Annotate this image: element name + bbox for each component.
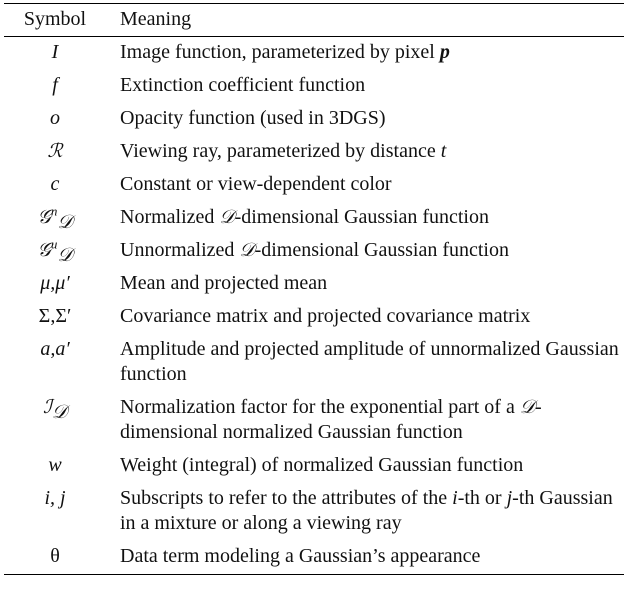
symbol-subscript: 𝒟: [57, 211, 73, 233]
meaning-cell: Image function, parameterized by pixel p: [106, 37, 624, 71]
symbol-superscript: n: [50, 203, 58, 219]
symbol-glyph: 𝒢: [37, 239, 51, 261]
meaning-text: Subscripts to refer to the attributes of…: [120, 487, 453, 509]
table-row: I Image function, parameterized by pixel…: [4, 37, 624, 71]
symbol-cell: 𝒢n𝒟: [4, 202, 106, 235]
table-row: θ Data term modeling a Gaussian’s appear…: [4, 541, 624, 575]
meaning-cell: Viewing ray, parameterized by distance t: [106, 136, 624, 169]
meaning-text: Viewing ray, parameterized by distance: [120, 140, 441, 162]
table-row: i, j Subscripts to refer to the attribut…: [4, 483, 624, 541]
table-row: w Weight (integral) of normalized Gaussi…: [4, 450, 624, 483]
table-row: a,a′ Amplitude and projected amplitude o…: [4, 334, 624, 392]
symbol-subscript: 𝒟: [51, 401, 68, 423]
meaning-text: Normalized: [120, 206, 220, 228]
meaning-variable: j: [506, 487, 513, 509]
meaning-text: Unnormalized: [120, 239, 240, 261]
symbol-cell: w: [48, 454, 62, 476]
table-row: ℛ Viewing ray, parameterized by distance…: [4, 136, 624, 169]
meaning-cell: Weight (integral) of normalized Gaussian…: [120, 454, 524, 476]
symbol-cell: a,a′: [40, 338, 70, 360]
symbol-glyph: ℛ: [47, 140, 63, 162]
header-meaning: Meaning: [120, 8, 192, 30]
symbol-cell: I: [51, 41, 59, 63]
meaning-variable: p: [439, 41, 450, 63]
symbol-cell: c: [50, 173, 60, 195]
meaning-variable: i: [452, 487, 458, 509]
symbol-cell: f: [52, 74, 58, 96]
symbol-superscript: u: [50, 236, 58, 252]
table-row: Σ,Σ′ Covariance matrix and projected cov…: [4, 301, 624, 334]
meaning-variable: t: [440, 140, 447, 162]
meaning-cell: Unnormalized 𝒟-dimensional Gaussian func…: [106, 235, 624, 268]
meaning-cell: Covariance matrix and projected covarian…: [120, 305, 531, 327]
meaning-text: -dimensional normalized Gaussian functio…: [120, 396, 542, 443]
meaning-text: Normalization factor for the exponential…: [120, 396, 520, 418]
table-row: μ,μ′ Mean and projected mean: [4, 268, 624, 301]
symbol-cell: o: [50, 107, 60, 129]
table-row: o Opacity function (used in 3DGS): [4, 103, 624, 136]
meaning-cell: Constant or view-dependent color: [120, 173, 392, 195]
meaning-variable: 𝒟: [519, 396, 536, 418]
notation-table: Symbol Meaning I Image function, paramet…: [4, 3, 624, 575]
meaning-cell: Data term modeling a Gaussian’s appearan…: [120, 545, 481, 567]
symbol-cell: 𝒢u𝒟: [4, 235, 106, 268]
header-symbol: Symbol: [23, 8, 87, 30]
symbol-cell: ℛ: [4, 136, 106, 169]
meaning-text: Image function, parameterized by pixel: [120, 41, 440, 63]
table-row: f Extinction coefficient function: [4, 70, 624, 103]
meaning-text: -th Gaussian in a mixture or along a vie…: [120, 487, 613, 534]
table-row: 𝒢u𝒟 Unnormalized 𝒟-dimensional Gaussian …: [4, 235, 624, 268]
symbol-subscript: 𝒟: [57, 244, 73, 266]
symbol-cell: μ,μ′: [40, 272, 70, 294]
symbol-glyph: ℐ: [42, 396, 52, 418]
meaning-cell: Mean and projected mean: [120, 272, 328, 294]
symbol-cell: ℐ𝒟: [4, 392, 106, 450]
meaning-cell: Amplitude and projected amplitude of unn…: [120, 338, 619, 385]
meaning-text: -th or: [457, 487, 507, 509]
symbol-cell: Σ,Σ′: [38, 305, 72, 327]
meaning-variable: 𝒟: [219, 206, 235, 228]
meaning-cell: Opacity function (used in 3DGS): [120, 107, 386, 129]
meaning-cell: Subscripts to refer to the attributes of…: [106, 483, 624, 541]
meaning-variable: 𝒟: [239, 239, 255, 261]
symbol-cell: i, j: [44, 487, 66, 509]
table-header-row: Symbol Meaning: [4, 3, 624, 37]
meaning-cell: Normalized 𝒟-dimensional Gaussian functi…: [106, 202, 624, 235]
table-row: c Constant or view-dependent color: [4, 169, 624, 202]
table-row: 𝒢n𝒟 Normalized 𝒟-dimensional Gaussian fu…: [4, 202, 624, 235]
symbol-glyph: 𝒢: [37, 206, 51, 228]
symbol-cell: θ: [50, 545, 60, 567]
meaning-cell: Normalization factor for the exponential…: [106, 392, 624, 450]
meaning-text: -dimensional Gaussian function: [234, 206, 489, 228]
meaning-text: -dimensional Gaussian function: [254, 239, 509, 261]
table-row: ℐ𝒟 Normalization factor for the exponent…: [4, 392, 624, 450]
meaning-cell: Extinction coefficient function: [120, 74, 366, 96]
symbol-table: Symbol Meaning I Image function, paramet…: [4, 3, 624, 575]
